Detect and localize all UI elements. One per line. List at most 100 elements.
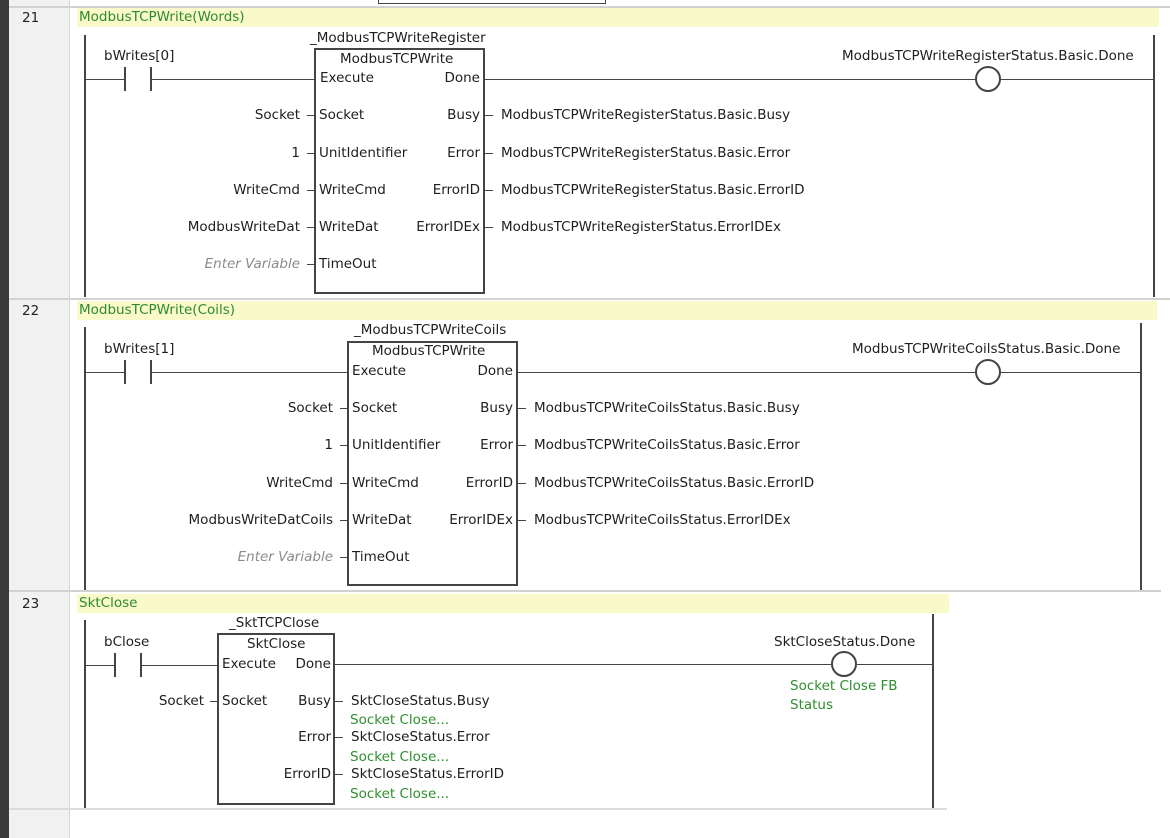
fb-pin-error: Error [480, 437, 513, 453]
output-var-busy[interactable]: ModbusTCPWriteCoilsStatus.Basic.Busy [534, 400, 800, 416]
output-var-error[interactable]: SktCloseStatus.Error [351, 729, 490, 745]
fb-pin-error: Error [447, 145, 480, 161]
input-var-unitidentifier[interactable]: 1 [324, 437, 333, 453]
right-power-rail [1153, 35, 1155, 297]
fb-pin-erroridex: ErrorIDEx [416, 219, 480, 235]
left-power-rail [84, 620, 86, 808]
fb-skt-close[interactable] [217, 633, 335, 805]
rung-comment[interactable]: ModbusTCPWrite(Words) [77, 8, 1159, 27]
output-var-errorid[interactable]: ModbusTCPWriteRegisterStatus.Basic.Error… [501, 182, 805, 198]
output-tick [485, 153, 493, 154]
right-power-rail [1140, 323, 1142, 590]
left-edge-bar [0, 0, 9, 838]
fb-instance-name[interactable]: _ModbusTCPWriteRegister [310, 30, 486, 46]
output-tick [485, 227, 493, 228]
rung-comment[interactable]: SktClose [77, 594, 949, 613]
output-var-errorid[interactable]: SktCloseStatus.ErrorID [351, 766, 505, 782]
output-tick [335, 737, 343, 738]
fb-pin-execute: Execute [320, 70, 374, 86]
output-tick [518, 445, 526, 446]
contact-label[interactable]: bWrites[1] [104, 341, 175, 357]
rung-separator [9, 590, 1161, 592]
fb-pin-done: Done [295, 656, 331, 672]
fb-instance-name[interactable]: _ModbusTCPWriteCoils [354, 322, 507, 338]
output-tick [335, 701, 343, 702]
fb-pin-done: Done [477, 363, 513, 379]
fb-instance-name[interactable]: _SktTCPClose [229, 615, 320, 631]
output-var-busy[interactable]: SktCloseStatus.Busy [351, 693, 490, 709]
variable-comment: Socket Close... [350, 712, 450, 728]
fb-modbus-tcp-write-register[interactable] [314, 48, 485, 294]
output-coil[interactable] [831, 651, 857, 677]
contact-label[interactable]: bWrites[0] [104, 48, 175, 64]
right-power-rail [932, 614, 934, 808]
input-var-writecmd[interactable]: WriteCmd [266, 475, 333, 491]
fb-modbus-tcp-write-coils[interactable] [347, 341, 518, 586]
fb-pin-timeout: TimeOut [319, 256, 377, 272]
rung-separator [9, 6, 1170, 8]
rung-number: 22 [22, 303, 40, 319]
fb-pin-busy: Busy [447, 107, 480, 123]
rung-wire [1001, 372, 1140, 373]
fb-pin-writecmd: WriteCmd [319, 182, 386, 198]
fb-type-name: ModbusTCPWrite [340, 51, 454, 67]
output-var-error[interactable]: ModbusTCPWriteRegisterStatus.Basic.Error [501, 145, 791, 161]
input-var-writecmd[interactable]: WriteCmd [233, 182, 300, 198]
rung-wire [86, 79, 124, 80]
output-var-error[interactable]: ModbusTCPWriteCoilsStatus.Basic.Error [534, 437, 800, 453]
fb-pin-errorid: ErrorID [432, 182, 480, 198]
contact-bwrites-1[interactable] [124, 360, 152, 384]
rung-separator [9, 808, 947, 810]
output-tick [485, 190, 493, 191]
input-tick [307, 153, 315, 154]
rung-wire [86, 665, 114, 666]
input-var-writedat[interactable]: ModbusWriteDatCoils [188, 512, 333, 528]
input-var-socket[interactable]: Socket [287, 400, 333, 416]
fb-pin-error: Error [298, 729, 331, 745]
contact-bwrites-0[interactable] [124, 67, 152, 91]
output-tick [518, 408, 526, 409]
coil-label[interactable]: SktCloseStatus.Done [774, 634, 916, 650]
input-tick [340, 483, 348, 484]
fb-pin-busy: Busy [298, 693, 331, 709]
output-var-erroridex[interactable]: ModbusTCPWriteRegisterStatus.ErrorIDEx [501, 219, 781, 235]
coil-label[interactable]: ModbusTCPWriteCoilsStatus.Basic.Done [852, 341, 1121, 357]
input-tick [340, 445, 348, 446]
rung-comment[interactable]: ModbusTCPWrite(Coils) [77, 301, 1157, 320]
input-tick [210, 701, 218, 702]
output-tick [518, 520, 526, 521]
output-coil[interactable] [975, 359, 1001, 385]
input-var-timeout-placeholder[interactable]: Enter Variable [204, 256, 300, 272]
fb-pin-execute: Execute [222, 656, 276, 672]
rung-number: 23 [22, 596, 40, 612]
rung-number-gutter [9, 0, 70, 838]
fb-pin-writedat: WriteDat [352, 512, 412, 528]
output-var-erroridex[interactable]: ModbusTCPWriteCoilsStatus.ErrorIDEx [534, 512, 791, 528]
input-tick [340, 557, 348, 558]
fb-pin-timeout: TimeOut [352, 549, 410, 565]
input-var-timeout-placeholder[interactable]: Enter Variable [237, 549, 333, 565]
output-tick [335, 774, 343, 775]
rung-wire [485, 79, 975, 80]
fb-pin-execute: Execute [352, 363, 406, 379]
coil-label[interactable]: ModbusTCPWriteRegisterStatus.Basic.Done [842, 48, 1134, 64]
contact-bclose[interactable] [114, 653, 142, 677]
fb-pin-writedat: WriteDat [319, 219, 379, 235]
input-var-socket[interactable]: Socket [158, 693, 204, 709]
fb-pin-done: Done [444, 70, 480, 86]
fb-pin-unitidentifier: UnitIdentifier [352, 437, 441, 453]
input-var-writedat[interactable]: ModbusWriteDat [187, 219, 300, 235]
fb-pin-writecmd: WriteCmd [352, 475, 419, 491]
fb-pin-errorid: ErrorID [283, 766, 331, 782]
fb-pin-busy: Busy [480, 400, 513, 416]
fb-pin-erroridex: ErrorIDEx [449, 512, 513, 528]
input-var-unitidentifier[interactable]: 1 [291, 145, 300, 161]
input-var-socket[interactable]: Socket [254, 107, 300, 123]
output-coil[interactable] [975, 66, 1001, 92]
coil-comment-line-1: Socket Close FB [790, 678, 898, 694]
contact-label[interactable]: bClose [104, 634, 150, 650]
output-var-busy[interactable]: ModbusTCPWriteRegisterStatus.Basic.Busy [501, 107, 791, 123]
fb-pin-unitidentifier: UnitIdentifier [319, 145, 408, 161]
input-tick [307, 264, 315, 265]
output-var-errorid[interactable]: ModbusTCPWriteCoilsStatus.Basic.ErrorID [534, 475, 815, 491]
